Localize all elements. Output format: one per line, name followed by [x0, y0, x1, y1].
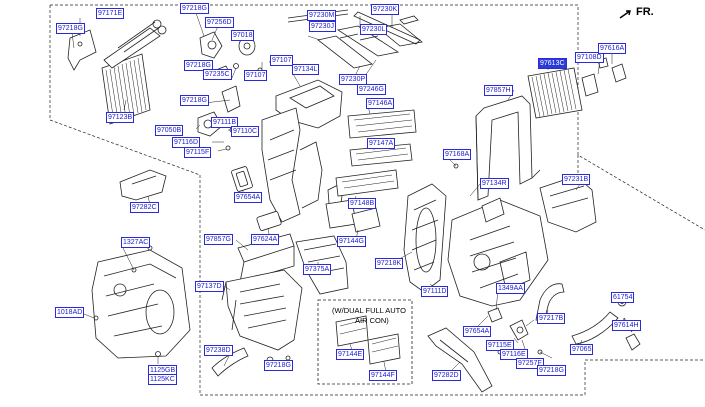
callout-97134l[interactable]: 97134L [292, 64, 320, 75]
dual-auto-note: (W/DUAL FULL AUTO AIR CON) [332, 306, 406, 325]
callout-97111b[interactable]: 97111B [211, 117, 239, 128]
callout-97230p[interactable]: 97230P [339, 74, 368, 85]
callout-97218g[interactable]: 97218G [56, 23, 85, 34]
callout-97375a[interactable]: 97375A [303, 264, 332, 275]
callout-97144f[interactable]: 97144F [369, 370, 397, 381]
callout-97065[interactable]: 97065 [570, 344, 594, 355]
callout-97235c[interactable]: 97235C [203, 69, 232, 80]
callout-97613c[interactable]: 97613C [538, 58, 567, 69]
cabin-filter [527, 67, 583, 119]
callout-97111d[interactable]: 97111D [421, 286, 449, 297]
front-arrow-icon [619, 10, 631, 19]
callout-97246g[interactable]: 97246G [357, 84, 386, 95]
callout-97123b[interactable]: 97123B [106, 112, 135, 123]
callout-97144g[interactable]: 97144G [337, 236, 366, 247]
callout-97238d[interactable]: 97238D [204, 345, 233, 356]
callout-97230k[interactable]: 97230K [371, 4, 400, 15]
callout-97282c[interactable]: 97282C [130, 202, 159, 213]
callout-97857g[interactable]: 97857G [204, 234, 233, 245]
callout-97116e[interactable]: 97116E [500, 349, 528, 360]
callout-97624a[interactable]: 97624A [251, 234, 280, 245]
callout-97147a[interactable]: 97147A [367, 138, 396, 149]
callout-97218g[interactable]: 97218G [184, 60, 213, 71]
callout-97018[interactable]: 97018 [231, 30, 255, 41]
rear-duct [427, 327, 493, 393]
callout-97218g[interactable]: 97218G [180, 3, 209, 14]
callout-97218g[interactable]: 97218G [180, 95, 209, 106]
center-case [403, 183, 447, 293]
callout-97115f[interactable]: 97115F [184, 147, 212, 158]
filter-cover-parts [539, 57, 627, 233]
right-case [447, 197, 549, 307]
callout-61754[interactable]: 61754 [611, 292, 635, 303]
callout-97148b[interactable]: 97148B [348, 198, 377, 209]
callout-97230m[interactable]: 97230M [307, 10, 337, 21]
callout-1327ac[interactable]: 1327AC [121, 237, 151, 248]
callout-1125kc[interactable]: 1125KC [148, 374, 177, 385]
callout-97115e[interactable]: 97115E [486, 340, 514, 351]
callout-97108d[interactable]: 97108D [575, 52, 604, 63]
callout-97230l[interactable]: 97230L [360, 24, 388, 35]
callout-97134r[interactable]: 97134R [480, 178, 509, 189]
callout-1018ad[interactable]: 1018AD [55, 307, 85, 318]
callout-97218g[interactable]: 97218G [264, 360, 293, 371]
pipe-bracket [67, 29, 97, 71]
callout-97654a[interactable]: 97654A [463, 326, 492, 337]
callout-97050b[interactable]: 97050B [155, 125, 184, 136]
callout-97217b[interactable]: 97217B [537, 313, 566, 324]
dual-auto-doors [317, 299, 413, 385]
aspirator-duct [119, 169, 167, 201]
front-direction-label: FR. [636, 6, 654, 18]
callout-97230j[interactable]: 97230J [309, 21, 336, 32]
blower-unit [91, 245, 191, 359]
callout-97110c[interactable]: 97110C [231, 126, 260, 137]
callout-97231b[interactable]: 97231B [562, 174, 591, 185]
callout-97137d[interactable]: 97137D [195, 281, 224, 292]
filter-seal-frame [475, 95, 541, 201]
callout-97282d[interactable]: 97282D [432, 370, 461, 381]
callout-97171e[interactable]: 97171E [96, 8, 125, 19]
callout-97616a[interactable]: 97616A [598, 43, 627, 54]
callout-97257f[interactable]: 97257F [516, 358, 544, 369]
lower-case [211, 269, 303, 377]
callout-1349aa[interactable]: 1349AA [496, 283, 525, 294]
callout-97146a[interactable]: 97146A [366, 98, 395, 109]
callout-97144e[interactable]: 97144E [336, 349, 365, 360]
callout-97107[interactable]: 97107 [244, 70, 268, 81]
callout-97218g[interactable]: 97218G [537, 365, 566, 376]
sensors [453, 163, 543, 355]
upper-case [261, 79, 345, 223]
callout-97654a[interactable]: 97654A [234, 192, 263, 203]
callout-97107[interactable]: 97107 [270, 55, 294, 66]
callout-97218k[interactable]: 97218K [375, 258, 404, 269]
foam-seals [231, 166, 282, 231]
actuator-hardware [197, 31, 275, 151]
callout-97256d[interactable]: 97256D [205, 17, 234, 28]
temp-doors [325, 109, 417, 233]
callout-97857h[interactable]: 97857H [484, 85, 513, 96]
seal-strips [287, 9, 423, 69]
callout-97614h[interactable]: 97614H [612, 320, 641, 331]
callout-97168a[interactable]: 97168A [443, 149, 472, 160]
heater-core [101, 19, 167, 125]
